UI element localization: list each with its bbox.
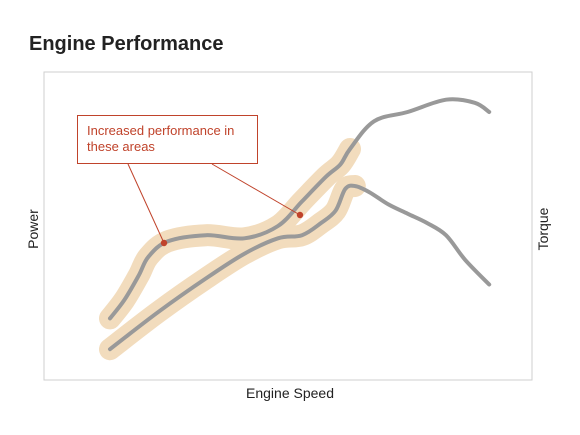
chart-title: Engine Performance <box>29 33 224 55</box>
annotation-point <box>160 239 168 247</box>
annotation-leader-line <box>211 163 301 216</box>
torque-series-line <box>108 183 492 352</box>
x-axis-label: Engine Speed <box>246 385 334 401</box>
annotation-leader-line <box>127 163 165 244</box>
annotation-callout: Increased performance in these areas <box>77 115 258 164</box>
y-axis-label-right: Torque <box>535 207 551 251</box>
plot-frame <box>43 71 533 381</box>
power-series-line <box>108 97 492 321</box>
annotation-point <box>296 211 304 219</box>
y-axis-label-left: Power <box>25 209 41 249</box>
